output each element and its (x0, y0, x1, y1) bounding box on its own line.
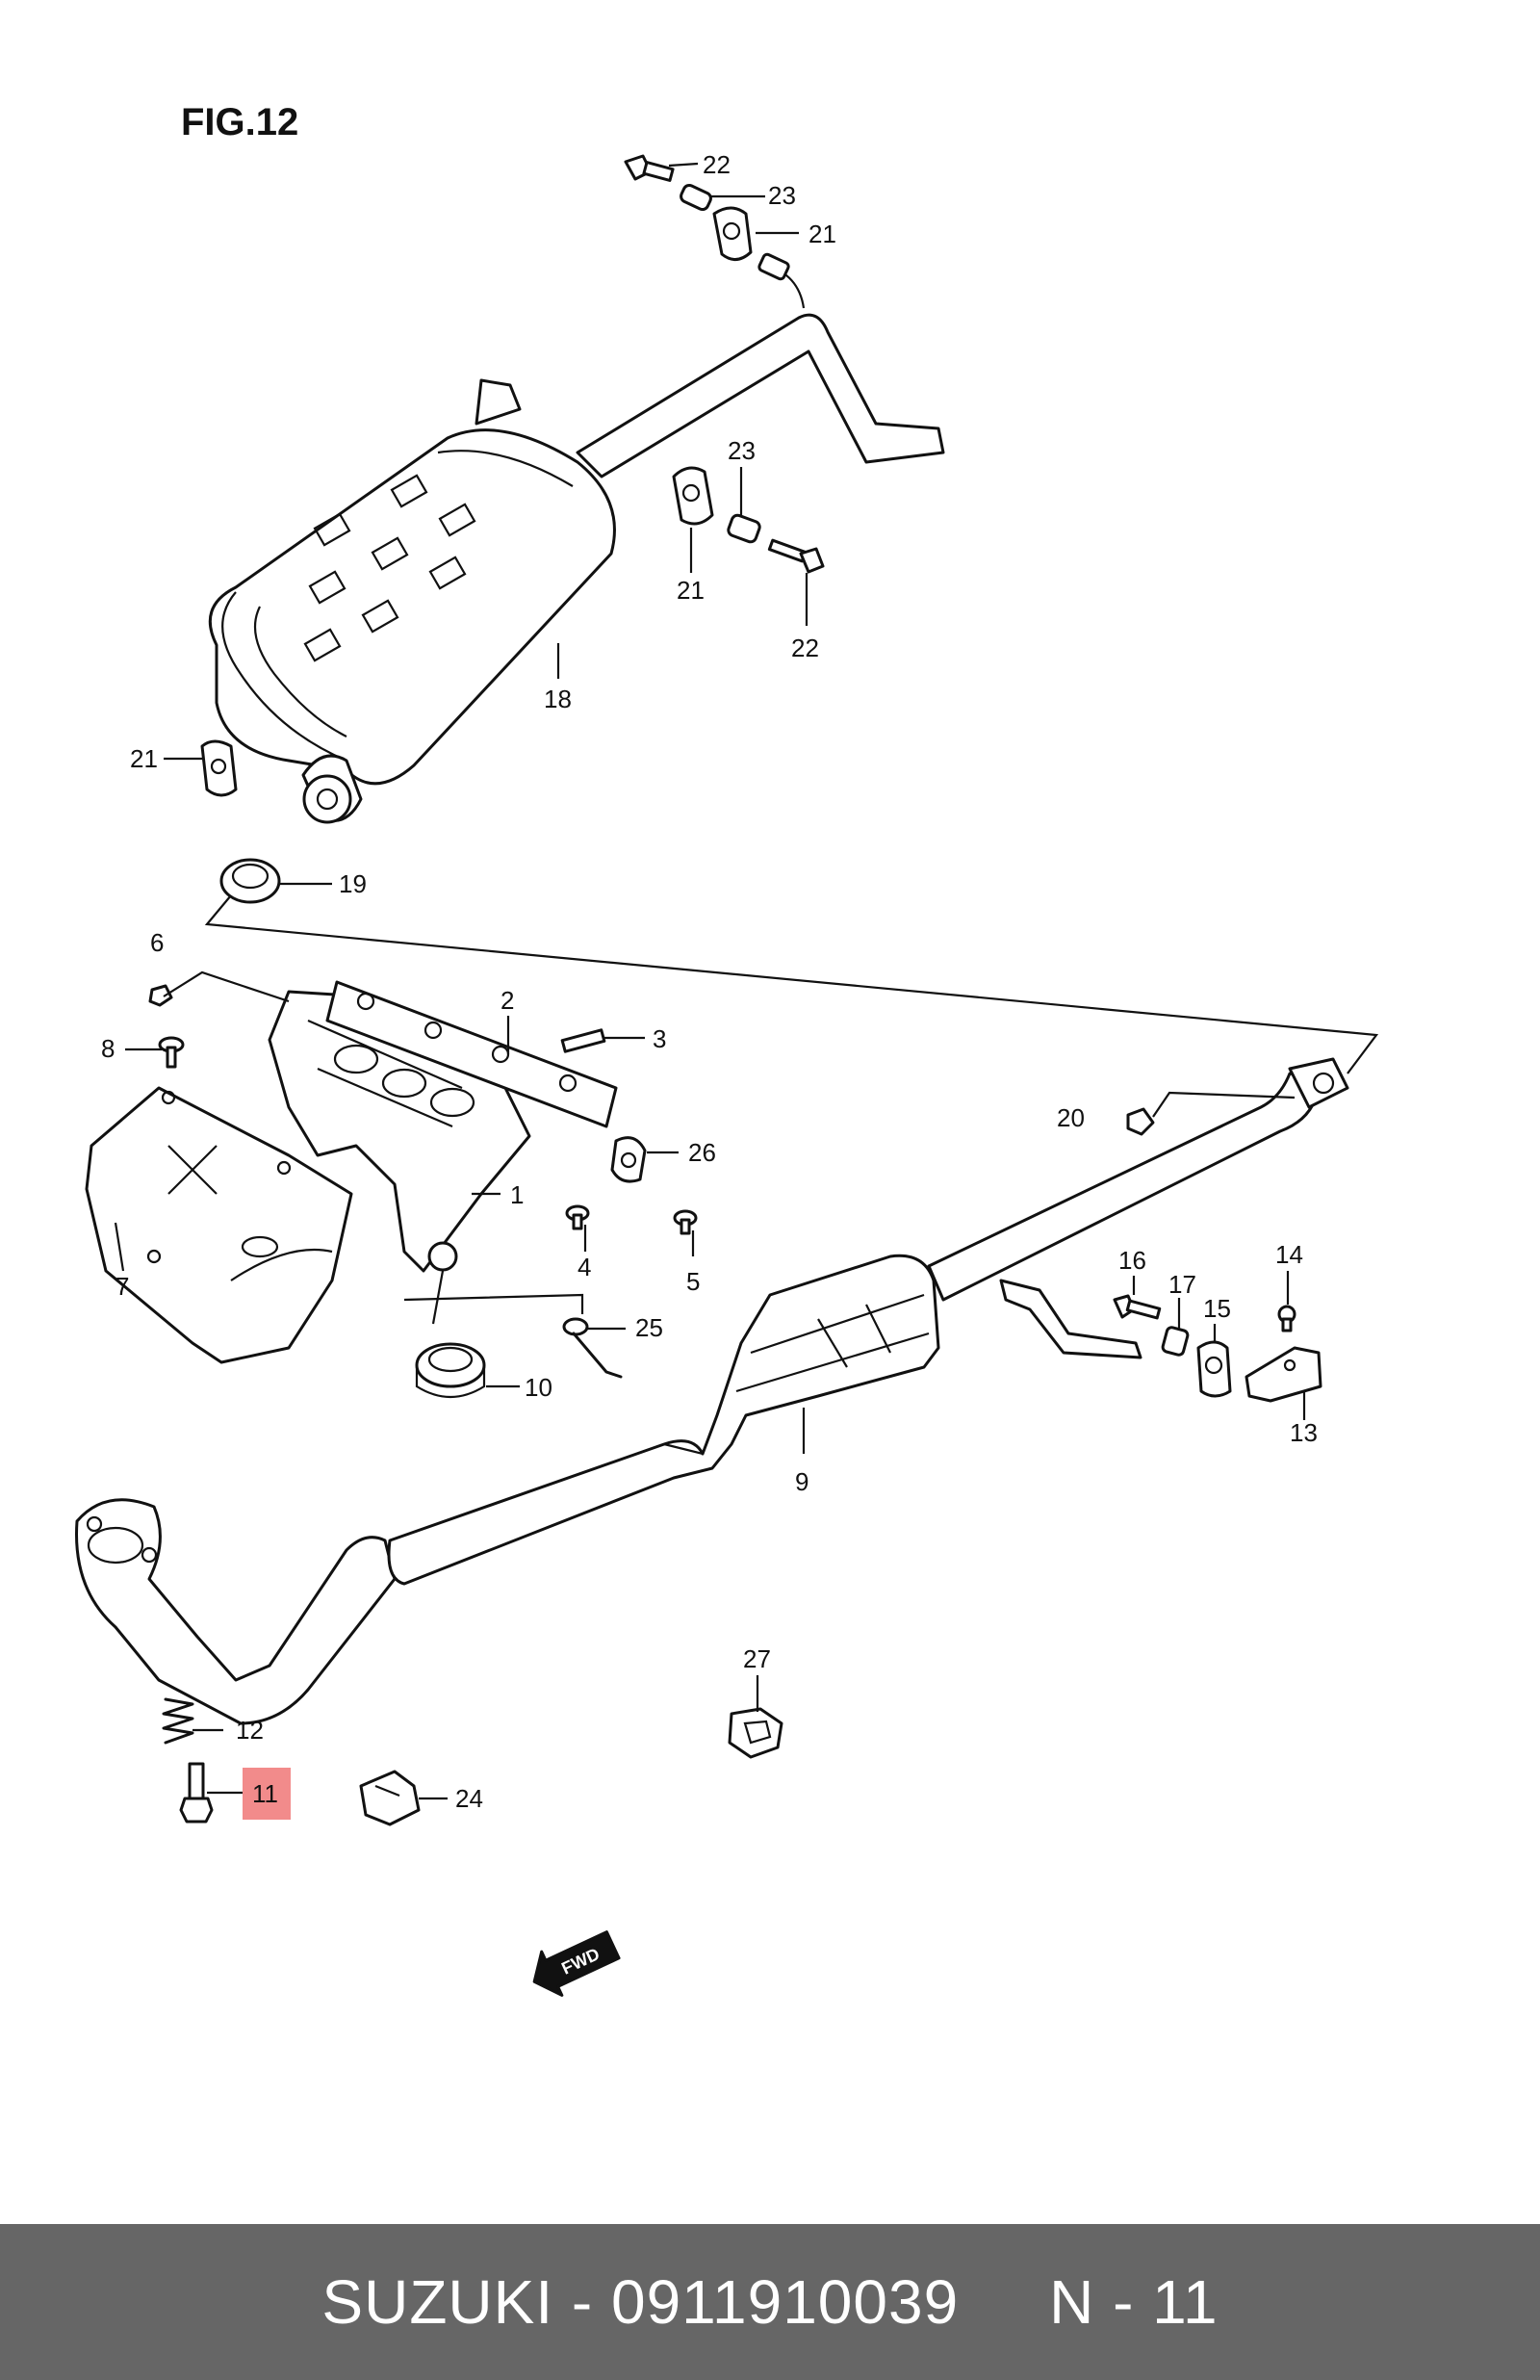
figure-title: FIG.12 (181, 101, 298, 143)
callout-21-left: 21 (130, 744, 158, 773)
callout-5: 5 (686, 1267, 700, 1296)
callout-25: 25 (635, 1313, 663, 1342)
callout-9: 9 (795, 1467, 808, 1496)
catalytic-converter (387, 1254, 940, 1586)
callout-21-right: 21 (677, 576, 705, 605)
callout-22-top: 22 (703, 150, 731, 179)
leader-manifold-10 (431, 1270, 445, 1325)
exhaust-parts-diagram: FIG.12 (75, 101, 1379, 1997)
collar-17 (1161, 1326, 1190, 1357)
callout-23-right: 23 (728, 436, 756, 465)
highlight-box (243, 1768, 291, 1820)
gasket-26 (610, 1136, 647, 1183)
callout-7: 7 (116, 1272, 129, 1301)
bolt-5 (673, 1209, 698, 1235)
callout-20: 20 (1057, 1103, 1085, 1132)
callout-19: 19 (339, 869, 367, 898)
callout-23-top: 23 (768, 181, 796, 210)
bolt-16 (1113, 1294, 1162, 1320)
bolt-4 (565, 1204, 590, 1230)
callout-14: 14 (1275, 1240, 1303, 1269)
footer-ref: N - 11 (1049, 2267, 1219, 2337)
grommet-27 (728, 1707, 783, 1759)
bolt-25 (562, 1317, 623, 1379)
hanger-rubber-21-top (712, 206, 753, 261)
hanger-rubber-15 (1196, 1340, 1232, 1398)
footer-separator: - (553, 2267, 611, 2337)
callout-15: 15 (1203, 1294, 1231, 1323)
hanger-bolt-22-right (767, 538, 825, 574)
stud-3 (560, 1028, 606, 1053)
callout-13: 13 (1290, 1418, 1318, 1447)
muffler (208, 378, 616, 824)
callout-18: 18 (544, 685, 572, 713)
callout-26: 26 (688, 1138, 716, 1167)
front-exhaust-pipe (75, 1498, 397, 1725)
callout-11: 11 (252, 1779, 278, 1808)
callout-3: 3 (653, 1024, 666, 1053)
collar-23-right (727, 513, 761, 544)
callout-leaders (114, 162, 1306, 1800)
tail-pipe (576, 252, 945, 479)
collar-23-top (680, 183, 712, 212)
leader-manifold-25 (403, 1293, 584, 1314)
callout-8: 8 (101, 1034, 115, 1063)
footer-bar: SUZUKI - 0911910039 N - 11 (0, 2224, 1540, 2380)
center-pipe (927, 1057, 1349, 1359)
manifold-gasket (325, 980, 618, 1128)
clip-24 (359, 1770, 421, 1826)
leader-nut-20 (1152, 1091, 1296, 1118)
callout-21-top: 21 (808, 220, 836, 248)
callout-17: 17 (1168, 1270, 1196, 1299)
gasket-ring-10 (415, 1342, 486, 1398)
nut-6 (148, 984, 173, 1007)
leader-muffler-to-pipe (204, 894, 1379, 1074)
heat-shield (85, 1086, 353, 1364)
callout-12: 12 (236, 1716, 264, 1745)
screw-14 (1277, 1305, 1296, 1332)
callout-labels: 22 23 21 23 21 22 18 21 19 6 2 3 8 20 26… (101, 150, 1318, 1813)
callout-24: 24 (455, 1784, 483, 1813)
footer-part-number: 0911910039 (610, 2267, 960, 2337)
fwd-arrow-icon: FWD (532, 1930, 621, 1997)
gasket-ring-19 (219, 858, 281, 904)
callout-2: 2 (500, 986, 514, 1015)
bolt-11 (179, 1762, 214, 1824)
callout-27: 27 (743, 1644, 771, 1673)
callout-6: 6 (150, 928, 164, 957)
callout-4: 4 (578, 1253, 591, 1281)
footer-gap (959, 2266, 1049, 2338)
callout-1: 1 (510, 1180, 524, 1209)
spring-12 (162, 1697, 194, 1745)
footer-brand: SUZUKI (321, 2267, 554, 2337)
hanger-bolt-22-top (624, 154, 675, 182)
callout-10: 10 (525, 1373, 552, 1402)
hanger-bracket-13 (1245, 1346, 1322, 1403)
leader-nut-6 (163, 970, 290, 1003)
hanger-rubber-21-right (672, 466, 714, 526)
bolt-8 (158, 1036, 185, 1069)
nut-20 (1126, 1107, 1155, 1136)
callout-16: 16 (1118, 1246, 1146, 1275)
hanger-rubber-21-left (200, 739, 238, 797)
callout-22-right: 22 (791, 634, 819, 662)
